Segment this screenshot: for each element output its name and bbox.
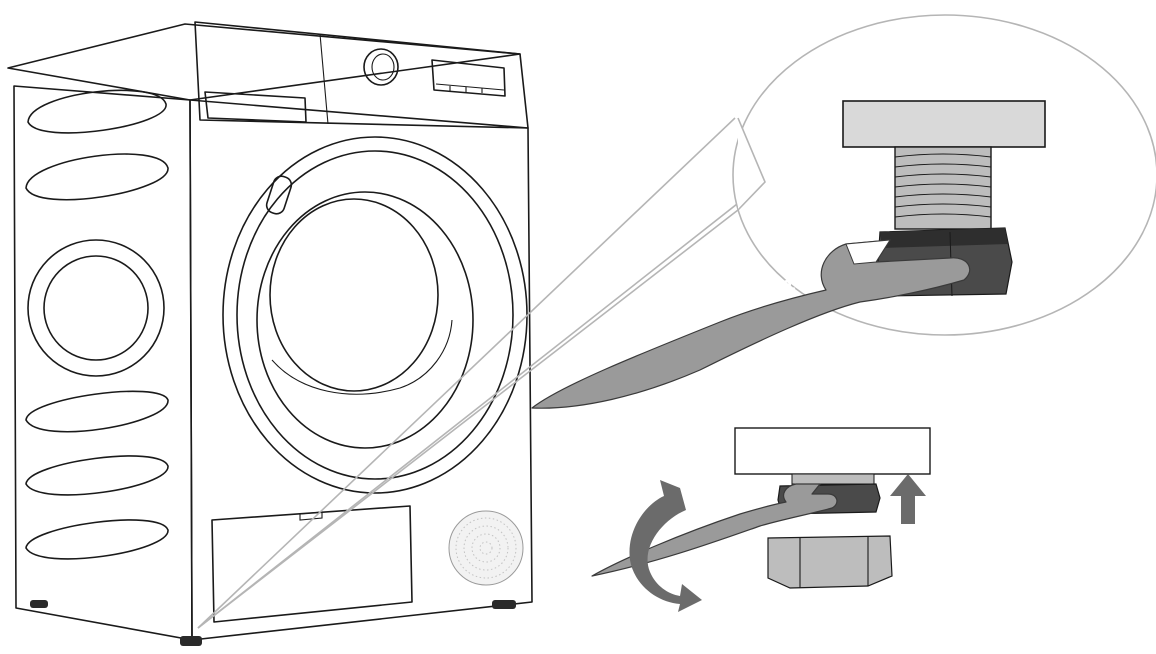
condenser-flap bbox=[211, 505, 413, 623]
detail-base-plate bbox=[734, 427, 931, 475]
air-vent-grille bbox=[448, 510, 524, 586]
zoom-guide-lines bbox=[197, 117, 766, 629]
dryer-foot-front-right bbox=[492, 600, 516, 609]
dryer-foot-rear-left bbox=[30, 600, 48, 608]
dryer-front-panel bbox=[189, 99, 533, 641]
spanner-wrench-small bbox=[591, 483, 838, 577]
lowered-lock-nut bbox=[767, 535, 893, 589]
dryer-foot-front-left bbox=[180, 636, 202, 646]
display-screen bbox=[431, 59, 506, 97]
dryer-control-panel bbox=[194, 21, 529, 129]
threaded-foot-screw bbox=[894, 146, 992, 230]
dryer-base-plate bbox=[842, 100, 1046, 148]
water-container-drawer bbox=[204, 91, 307, 123]
door-handle bbox=[265, 175, 293, 215]
side-panel-embossing bbox=[25, 89, 169, 560]
up-arrow-icon bbox=[890, 474, 926, 524]
program-knob bbox=[363, 48, 399, 86]
dryer-door bbox=[222, 136, 528, 494]
tumble-dryer bbox=[7, 21, 533, 646]
rotate-counterclockwise-arrow-icon bbox=[629, 480, 702, 612]
loosen-nut-detail bbox=[591, 427, 931, 612]
